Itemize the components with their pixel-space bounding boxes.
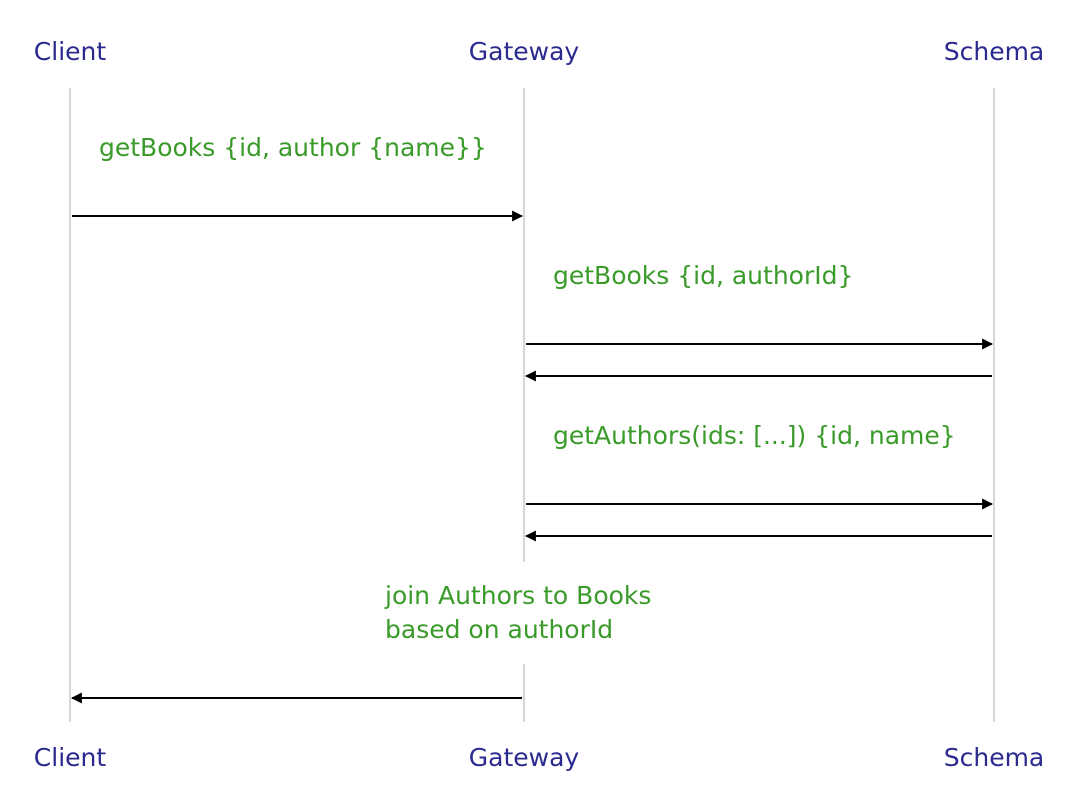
message-label-get-books-client: getBooks {id, author {name}} (99, 133, 487, 162)
participant-client-top: Client (34, 37, 107, 66)
participant-gateway-bottom: Gateway (469, 743, 580, 772)
participant-schema-top: Schema (944, 37, 1045, 66)
participant-client-bottom: Client (34, 743, 107, 772)
participant-gateway-top: Gateway (469, 37, 580, 66)
participant-schema-bottom: Schema (944, 743, 1045, 772)
message-label-get-books-schema: getBooks {id, authorId} (553, 261, 853, 290)
note-line-1: join Authors to Books (384, 581, 651, 610)
message-label-get-authors: getAuthors(ids: [...]) {id, name} (553, 421, 956, 450)
note-line-2: based on authorId (385, 615, 613, 644)
